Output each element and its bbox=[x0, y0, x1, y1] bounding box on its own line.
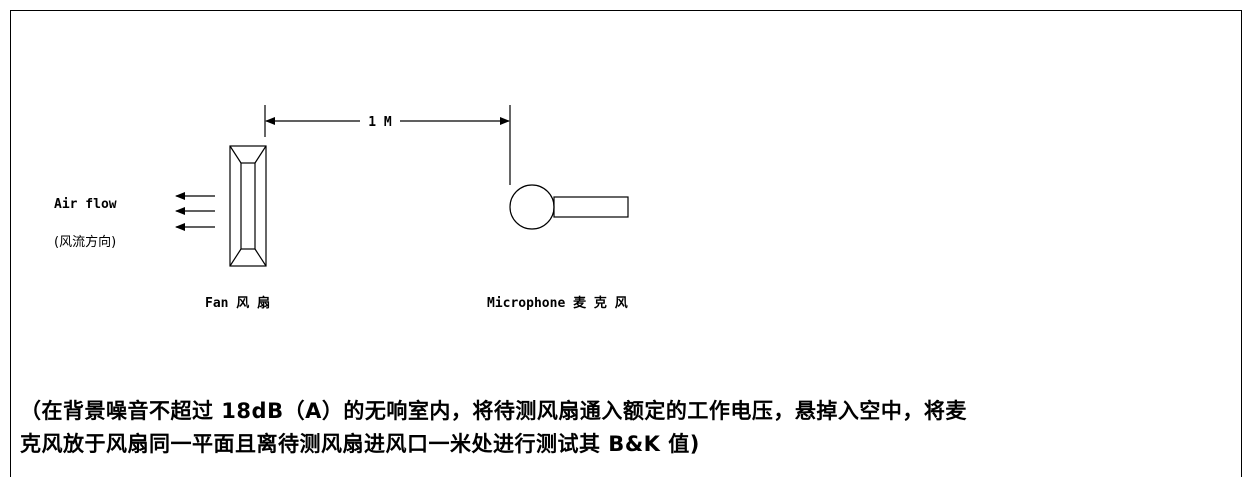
airflow-label: Air flow bbox=[54, 197, 117, 212]
fan-label: Fan 风 扇 bbox=[205, 295, 270, 311]
note-line-1: （在背景噪音不超过 18dB（A）的无响室内，将待测风扇通入额定的工作电压，悬掉… bbox=[20, 399, 967, 423]
airflow-direction-label: (风流方向) bbox=[54, 234, 116, 250]
note-line-2: 克风放于风扇同一平面且离待测风扇进风口一米处进行测试其 B&K 值) bbox=[20, 432, 700, 456]
microphone-drawing bbox=[509, 184, 629, 230]
airflow-arrows bbox=[175, 192, 215, 231]
distance-dimension bbox=[264, 105, 511, 185]
fan-drawing bbox=[229, 145, 267, 267]
distance-label: 1 M bbox=[368, 115, 392, 130]
test-note: （在背景噪音不超过 18dB（A）的无响室内，将待测风扇通入额定的工作电压，悬掉… bbox=[20, 395, 1235, 461]
microphone-label: Microphone 麦 克 风 bbox=[487, 295, 628, 311]
